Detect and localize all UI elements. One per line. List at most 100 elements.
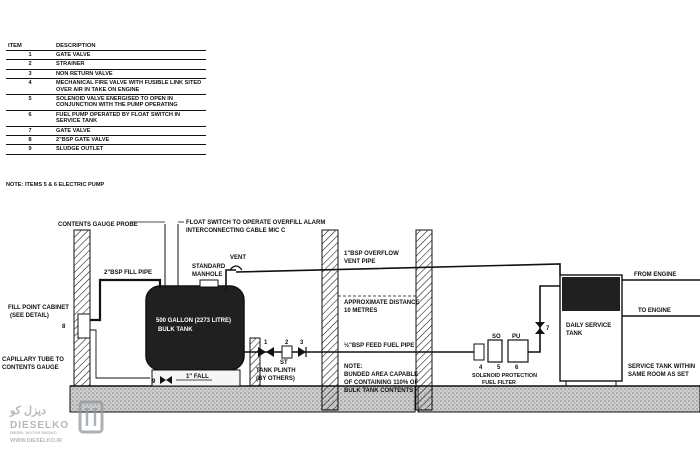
label-approx-2: 10 METRES (344, 308, 377, 314)
label-pu: PU (512, 334, 520, 340)
label-to-engine: TO ENGINE (638, 308, 671, 314)
label-solenoid-2: FUEL FILTER (482, 380, 516, 386)
non-return-valve (298, 347, 307, 357)
label-tank-2: BULK TANK (158, 327, 193, 333)
item-callout-1: 1 (264, 340, 268, 346)
item-description: STRAINER (54, 59, 206, 70)
item-number: 3 (6, 69, 54, 80)
label-st: ST (280, 360, 288, 366)
items-table-header: ITEM DESCRIPTION (6, 42, 206, 51)
item-number: 8 (6, 135, 54, 146)
label-approx-1: APPROXIMATE DISTANCE (344, 300, 419, 306)
logo-url: WWW.DIESELKO.IR (10, 438, 62, 444)
wall-left (73, 229, 91, 387)
label-note-3: OF CONTAINING 110% OF (344, 380, 419, 386)
label-plinth-2: (BY OTHERS) (256, 376, 295, 382)
overflow-vent-pipe (235, 263, 561, 275)
capillary-tube (88, 329, 150, 379)
label-daily-1: DAILY SERVICE (566, 323, 611, 329)
gate-valve-7 (535, 322, 545, 334)
ground-slab-right (417, 385, 700, 413)
vent-pipe (225, 269, 236, 290)
items-note: NOTE: ITEMS 5 & 6 ELECTRIC PUMP (6, 182, 105, 188)
item-description: GATE VALVE (54, 126, 206, 137)
item-description: 2"BSP GATE VALVE (54, 135, 206, 146)
dieselko-logo: دیزل کو DIESELKO DIESEL MOTOR DIESKO WWW… (9, 400, 104, 444)
label-from-engine: FROM ENGINE (634, 272, 676, 278)
item-description: FUEL PUMP OPERATED BY FLOAT SWITCH IN SE… (54, 110, 206, 127)
item-callout-8: 8 (62, 324, 66, 330)
label-tank-1: 500 GALLON (2273 LITRE) (156, 318, 231, 324)
label-float-switch-2: INTERCONNECTING CABLE MIC C (186, 228, 286, 234)
item-description: GATE VALVE (54, 50, 206, 61)
daily-tank-fuel (562, 277, 620, 311)
pump-outlet-pipe (528, 285, 560, 353)
item-description: NON RETURN VALVE (54, 69, 206, 80)
description-column-header: DESCRIPTION (54, 42, 206, 51)
item-description: MECHANICAL FIRE VALVE WITH FUSIBLE LINK … (54, 78, 206, 96)
label-so: SO (492, 334, 501, 340)
label-capillary-1: CAPILLARY TUBE TO (2, 357, 64, 363)
item-column-header: ITEM (6, 42, 54, 51)
label-note-4: BULK TANK CONTENTS (344, 388, 413, 394)
item-callout-9: 9 (152, 379, 156, 385)
item-number: 1 (6, 50, 54, 61)
label-capillary-2: CONTENTS GAUGE (2, 365, 59, 371)
label-float-switch-1: FLOAT SWITCH TO OPERATE OVERFILL ALARM (186, 220, 325, 226)
item-description: SOLENOID VALVE ENERGISED TO OPEN IN CONJ… (54, 94, 206, 111)
fill-pipe (88, 278, 162, 322)
item-number: 6 (6, 110, 54, 127)
item-callout-4: 4 (479, 365, 483, 371)
label-manhole: MANHOLE (192, 272, 222, 278)
fuel-pump (507, 339, 529, 363)
label-fall: 1" FALL (186, 374, 209, 380)
item-number: 7 (6, 126, 54, 137)
item-callout-2: 2 (285, 340, 289, 346)
bund-wall (249, 337, 261, 387)
wall-right (415, 229, 433, 411)
label-overflow-2: VENT PIPE (344, 259, 375, 265)
item-number: 4 (6, 78, 54, 96)
label-fill-point-1: FILL POINT CABINET (8, 305, 69, 311)
logo-persian: دیزل کو (9, 405, 46, 417)
fill-point-cabinet (77, 313, 91, 339)
item-callout-6: 6 (515, 365, 519, 371)
ground-slab-left (69, 385, 416, 413)
fire-valve (473, 343, 485, 361)
label-note-1: NOTE: (344, 364, 363, 370)
logo-emblem (78, 400, 104, 434)
label-plinth-1: TANK PLINTH (256, 368, 296, 374)
label-standard: STANDARD (192, 264, 226, 270)
label-fill-pipe: 2"BSP FILL PIPE (104, 270, 152, 276)
item-callout-7: 7 (546, 326, 550, 332)
wall-middle (321, 229, 339, 411)
label-contents-gauge-probe: CONTENTS GAUGE PROBE (58, 222, 138, 228)
label-overflow-1: 1"BSP OVERFLOW (344, 251, 399, 257)
logo-name: DIESELKO (10, 420, 69, 431)
sludge-outlet-valve (160, 376, 172, 384)
strainer (281, 345, 293, 359)
vent-cap (229, 265, 243, 271)
logo-tagline: DIESEL MOTOR DIESKO (10, 430, 57, 435)
item-callout-5: 5 (497, 365, 501, 371)
item-callout-3: 3 (300, 340, 304, 346)
label-note-2: BUNDED AREA CAPABLE (344, 372, 418, 378)
label-feed-pipe: ½"BSP FEED FUEL PIPE (344, 342, 414, 349)
label-vent: VENT (230, 255, 246, 261)
item-number: 2 (6, 59, 54, 70)
label-fill-point-2: (SEE DETAIL) (10, 313, 49, 319)
tank-plinth (151, 369, 241, 387)
label-service-1: SERVICE TANK WITHIN (628, 364, 695, 370)
